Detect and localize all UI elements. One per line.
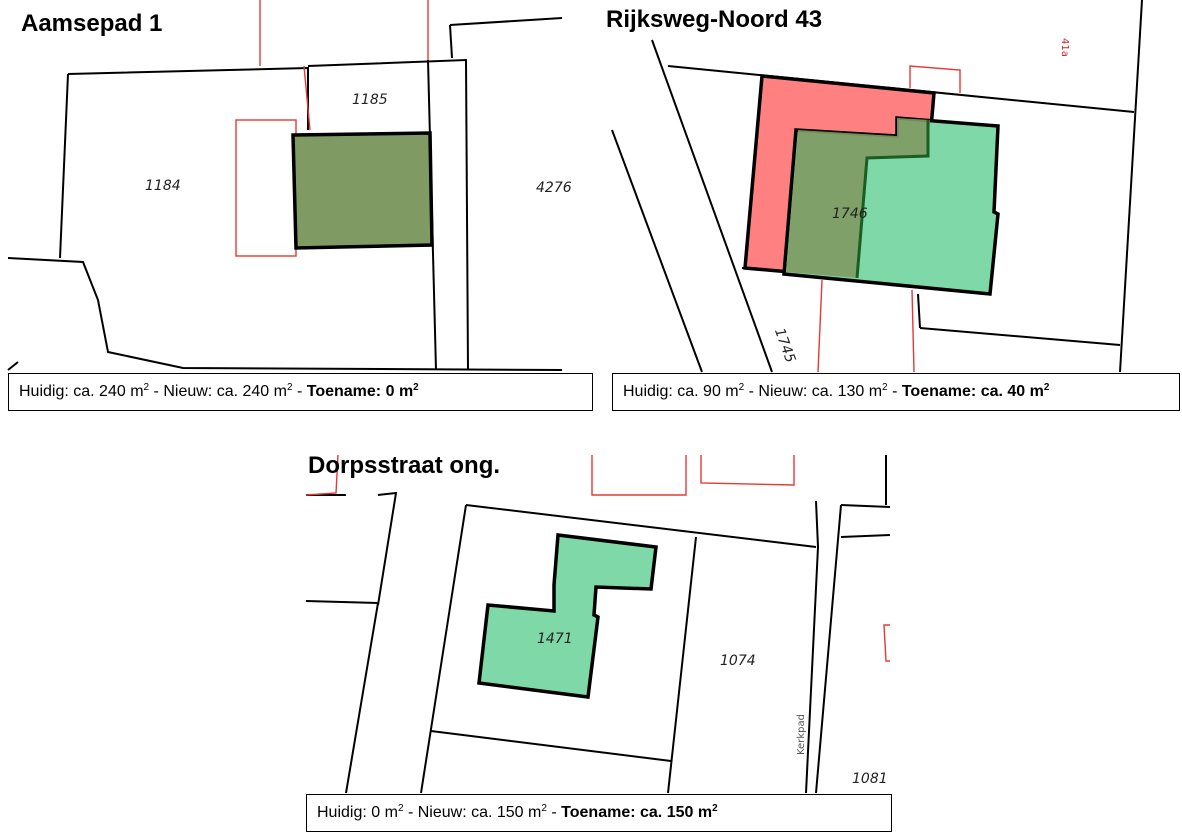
unit-exponent: 2 [882,382,888,393]
new-label: Nieuw: [758,383,808,400]
new-label: Nieuw: [163,383,213,400]
parcel-label: 1471 [537,631,573,647]
new-value: ca. 150 m [471,804,542,821]
increase-label: Toename: [306,383,382,400]
increase-label: Toename: [561,804,636,821]
cadastral-map-aamsepad [7,0,563,371]
map-panel-rijksweg: 1746 1745 41a [611,0,1180,373]
parcel-label: 1746 [832,206,868,222]
current-value: ca. 90 m [677,383,739,400]
parcel-label: 41a [1059,38,1070,57]
panel-title: Rijksweg-Noord 43 [606,6,823,33]
area-caption-aamsepad: Huidig: ca. 240 m2 - Nieuw: ca. 240 m2 -… [8,373,593,411]
parcel-label: 1184 [145,178,181,194]
increase-value: ca. 150 m [640,804,713,821]
current-value: ca. 240 m [73,383,144,400]
building-overlap [786,118,930,278]
panel-title: Dorpsstraat ong. [308,452,501,479]
current-label: Huidig: [623,383,673,400]
building-new [477,533,658,699]
unit-exponent: 2 [738,382,745,393]
increase-value: 0 m [385,383,414,400]
unit-exponent: 2 [286,382,293,393]
parcel-label: 4276 [536,180,572,196]
separator: - [153,383,159,400]
current-label: Huidig: [317,804,367,821]
increase-label: Toename: [901,383,977,400]
unit-exponent: 2 [413,382,419,393]
area-caption-rijksweg: Huidig: ca. 90 m2 - Nieuw: ca. 130 m2 - … [612,373,1180,411]
separator: - [551,804,557,821]
building-unchanged [291,131,434,250]
separator: - [892,383,898,400]
unit-exponent: 2 [397,803,404,814]
cadastral-map-dorpsstraat [305,454,891,794]
new-value: ca. 240 m [216,383,287,400]
current-label: Huidig: [19,383,69,400]
parcel-label: 1185 [352,92,388,108]
new-value: ca. 130 m [811,383,883,400]
area-caption-dorpsstraat: Huidig: 0 m2 - Nieuw: ca. 150 m2 - Toena… [306,794,892,832]
map-panel-dorpsstraat: 1471 1074 1081 Kerkpad [305,454,891,794]
cadastral-map-rijksweg [611,0,1143,373]
separator: - [407,804,414,821]
panel-title: Aamsepad 1 [21,10,163,37]
street-label: Kerkpad [796,714,807,755]
map-panel-aamsepad: 1184 1185 4276 [7,0,572,372]
parcel-label: 1081 [852,771,888,787]
separator: - [296,383,303,400]
increase-value: ca. 40 m [980,383,1044,400]
separator: - [748,383,754,400]
unit-exponent: 2 [143,382,150,393]
current-value: 0 m [371,804,398,821]
unit-exponent: 2 [712,803,718,814]
unit-exponent: 2 [541,803,547,814]
new-label: Nieuw: [417,804,467,821]
parcel-label: 1074 [720,653,756,669]
unit-exponent: 2 [1043,382,1050,393]
